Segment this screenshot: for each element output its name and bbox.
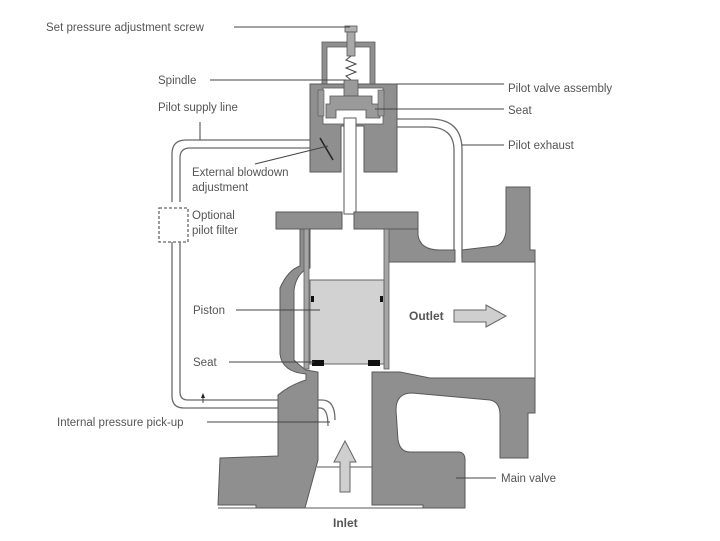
pilot-valve-assembly [309, 25, 398, 215]
label-seat-main: Seat [193, 357, 217, 369]
label-optional-filter-line2: pilot filter [192, 225, 238, 237]
label-pilot-supply-line: Pilot supply line [158, 102, 238, 114]
main-seat-seal-right [368, 360, 380, 366]
label-pilot-exhaust: Pilot exhaust [508, 140, 575, 152]
label-optional-filter-line1: Optional [192, 210, 235, 222]
label-internal-pressure-pickup: Internal pressure pick-up [57, 417, 184, 429]
label-inlet: Inlet [333, 516, 358, 530]
inlet-arrow [333, 439, 357, 493]
label-seat-pilot: Seat [508, 105, 532, 117]
leader-lines [199, 26, 504, 479]
main-valve-body [217, 186, 536, 509]
label-piston: Piston [193, 305, 225, 317]
pilot-exhaust-line [395, 118, 463, 258]
label-external-blowdown-line2: adjustment [192, 182, 249, 194]
label-spindle: Spindle [158, 75, 196, 87]
label-pilot-valve-assembly: Pilot valve assembly [508, 83, 612, 95]
label-set-pressure-screw: Set pressure adjustment screw [46, 22, 205, 34]
main-seat-seal-left [312, 360, 324, 366]
pilot-supply-line [171, 139, 336, 427]
label-external-blowdown-line1: External blowdown [192, 167, 289, 179]
label-outlet: Outlet [409, 309, 444, 323]
outlet-arrow [453, 304, 508, 328]
piston [309, 279, 385, 365]
optional-pilot-filter-box [158, 207, 189, 243]
label-main-valve: Main valve [501, 473, 556, 485]
